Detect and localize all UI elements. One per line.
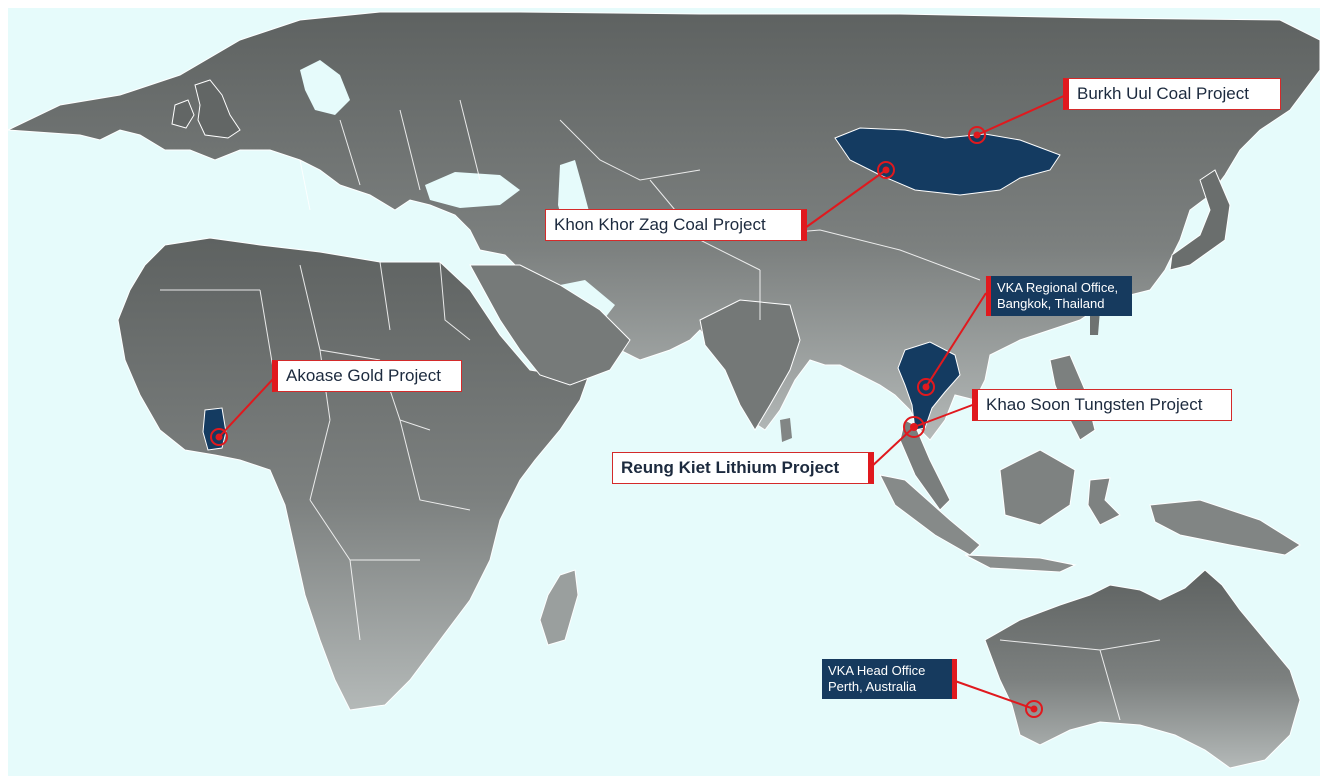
marker-khon-khor-zag (877, 161, 895, 179)
taiwan-landmass (1090, 310, 1100, 335)
vka-regional-line1: VKA Regional Office, (997, 280, 1119, 295)
location-markers (210, 126, 1043, 718)
vka-head-line1: VKA Head Office (828, 663, 926, 678)
mongolia-highlight (834, 127, 1061, 196)
persian-gulf (560, 280, 615, 318)
baltic-sea (300, 60, 350, 115)
sri-lanka-landmass (780, 418, 792, 442)
khao-soon-text: Khao Soon Tungsten Project (986, 395, 1203, 414)
burkh-uul-text: Burkh Uul Coal Project (1077, 84, 1249, 103)
madagascar-landmass (539, 569, 579, 646)
akoase-text: Akoase Gold Project (286, 366, 441, 385)
akoase-label: Akoase Gold Project (272, 360, 462, 392)
java-landmass (964, 554, 1077, 573)
burkh-uul-label: Burkh Uul Coal Project (1063, 78, 1281, 110)
marker-burkh-uul (968, 126, 986, 144)
sumatra-landmass (879, 474, 981, 556)
khon-khor-zag-label: Khon Khor Zag Coal Project (545, 209, 807, 241)
vka-regional-line2: Bangkok, Thailand (997, 296, 1105, 311)
khon-khor-zag-text: Khon Khor Zag Coal Project (554, 215, 766, 234)
marker-akoase (210, 428, 228, 446)
vka-head-office-label: VKA Head Office Perth, Australia (822, 659, 957, 699)
red-sea (455, 262, 520, 362)
khao-soon-label: Khao Soon Tungsten Project (972, 389, 1232, 421)
black-sea (425, 172, 520, 208)
uk-landmass (194, 79, 241, 139)
africa-landmass (117, 237, 591, 711)
vka-head-line2: Perth, Australia (828, 679, 917, 694)
marker-khao-soon (903, 416, 925, 438)
japan-landmass (1169, 169, 1231, 271)
mediterranean-sea (180, 205, 445, 262)
ireland-landmass (171, 99, 195, 129)
sulawesi-landmass (1087, 477, 1121, 526)
marker-perth-office (1025, 700, 1043, 718)
marker-bangkok-office (917, 378, 935, 396)
australia-landmass (984, 569, 1301, 769)
new-guinea-landmass (1149, 499, 1301, 556)
borneo-landmass (999, 449, 1076, 526)
arabia-landmass (469, 264, 631, 386)
reung-kiet-text: Reung Kiet Lithium Project (621, 458, 840, 477)
malay-peninsula-landmass (899, 419, 951, 511)
vka-regional-office-label: VKA Regional Office, Bangkok, Thailand (986, 276, 1132, 316)
india-landmass (699, 299, 801, 431)
leader-lines (218, 94, 1067, 710)
reung-kiet-label: Reung Kiet Lithium Project (612, 452, 874, 484)
